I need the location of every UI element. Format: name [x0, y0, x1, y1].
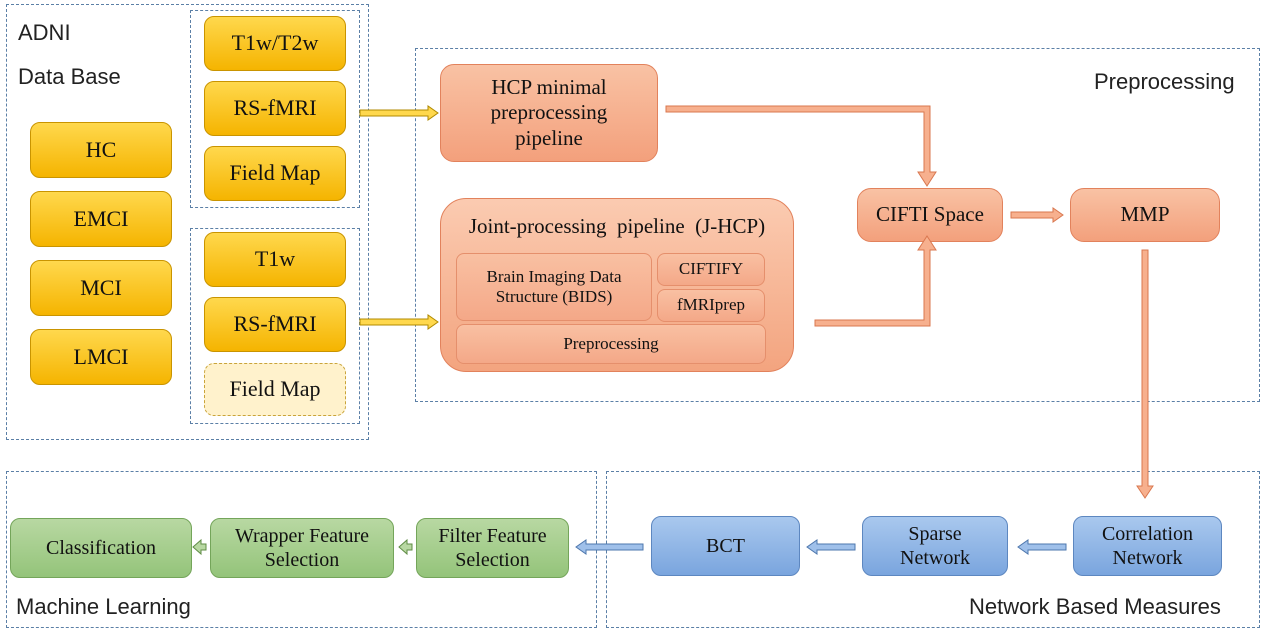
- mmp-box: MMP: [1070, 188, 1220, 242]
- arrow-jhcp-inputs-to-jhcp: [359, 314, 439, 330]
- group-mci: MCI: [30, 260, 172, 316]
- filter-feature-line1: Filter Feature: [438, 525, 547, 547]
- jhcp-input-t1w-label: T1w: [254, 246, 296, 272]
- preprocessing-section: [415, 48, 1260, 402]
- sparse-network-line1: Sparse: [908, 523, 962, 545]
- jhcp-input-t1w: T1w: [204, 232, 346, 287]
- arrow-hcp-inputs-to-hcp: [359, 105, 439, 121]
- network-label: Network Based Measures: [969, 594, 1221, 619]
- mmp-label: MMP: [1120, 202, 1170, 227]
- hcp-input-rs-fmri-label: RS-fMRI: [233, 95, 317, 121]
- jhcp-title: Joint-processing pipeline (J-HCP): [468, 214, 766, 238]
- sparse-network-line2: Network: [900, 547, 970, 569]
- arrow-jhcp-to-cifti: [814, 235, 937, 327]
- hcp-inputs-group: [190, 10, 360, 208]
- cifti-space-label: CIFTI Space: [876, 202, 984, 227]
- hcp-input-t1w-t2w: T1w/T2w: [204, 16, 346, 71]
- hcp-input-field-map-label: Field Map: [229, 160, 321, 186]
- group-mci-label: MCI: [80, 274, 122, 300]
- jhcp-input-rs-fmri-label: RS-fMRI: [233, 311, 317, 337]
- jhcp-input-field-map-label: Field Map: [229, 376, 321, 402]
- hcp-minimal-pipeline: HCP minimal preprocessing pipeline: [440, 64, 658, 162]
- arrow-wrapper-to-classification: [192, 538, 207, 556]
- ciftify-box: CIFTIFY: [657, 253, 765, 286]
- hcp-pipeline-line1: HCP minimal: [491, 75, 607, 100]
- fmriprep-label: fMRIprep: [677, 295, 745, 315]
- hcp-pipeline-line3: pipeline: [515, 125, 583, 150]
- group-hc-label: HC: [85, 136, 117, 162]
- wrapper-feature-selection-box: Wrapper Feature Selection: [210, 518, 394, 578]
- bids-line2: Structure (BIDS): [495, 287, 613, 306]
- bct-label: BCT: [706, 535, 745, 557]
- hcp-input-field-map: Field Map: [204, 146, 346, 201]
- arrow-sparse-to-bct: [806, 539, 856, 555]
- preprocessing-label: Preprocessing: [1094, 69, 1235, 94]
- filter-feature-selection-box: Filter Feature Selection: [416, 518, 569, 578]
- adni-label: ADNI: [18, 20, 71, 45]
- arrow-correlation-to-sparse: [1017, 539, 1067, 555]
- hcp-input-t1w-t2w-label: T1w/T2w: [231, 30, 319, 56]
- jhcp-preprocessing-box: Preprocessing: [456, 324, 766, 364]
- jhcp-input-rs-fmri: RS-fMRI: [204, 297, 346, 352]
- hcp-pipeline-line2: preprocessing: [490, 100, 608, 125]
- wrapper-feature-line1: Wrapper Feature: [234, 525, 370, 547]
- wrapper-feature-line2: Selection: [264, 549, 340, 571]
- jhcp-preprocessing-label: Preprocessing: [563, 333, 659, 353]
- bids-line1: Brain Imaging Data: [486, 266, 622, 286]
- arrow-hcp-to-cifti: [665, 105, 937, 187]
- fmriprep-box: fMRIprep: [657, 289, 765, 322]
- bids-box: Brain Imaging Data Structure (BIDS): [456, 253, 652, 321]
- machine-learning-label: Machine Learning: [16, 594, 191, 619]
- arrow-cifti-to-mmp: [1010, 207, 1064, 223]
- ciftify-label: CIFTIFY: [678, 259, 744, 279]
- arrow-bct-to-filter: [575, 539, 644, 555]
- arrow-mmp-to-correlation: [1136, 249, 1154, 499]
- correlation-network-box: Correlation Network: [1073, 516, 1222, 576]
- group-emci-label: EMCI: [73, 205, 129, 231]
- group-emci: EMCI: [30, 191, 172, 247]
- classification-box: Classification: [10, 518, 192, 578]
- arrow-filter-to-wrapper: [398, 538, 413, 556]
- group-hc: HC: [30, 122, 172, 178]
- database-section: [6, 4, 369, 440]
- jhcp-inputs-group: [190, 228, 360, 424]
- group-lmci-label: LMCI: [73, 343, 129, 369]
- group-lmci: LMCI: [30, 329, 172, 385]
- database-label: Data Base: [18, 64, 121, 89]
- correlation-network-line1: Correlation: [1101, 523, 1194, 545]
- jhcp-input-field-map: Field Map: [204, 363, 346, 416]
- bct-box: BCT: [651, 516, 800, 576]
- correlation-network-line2: Network: [1112, 547, 1183, 569]
- filter-feature-line2: Selection: [455, 549, 530, 571]
- classification-label: Classification: [46, 537, 156, 559]
- sparse-network-box: Sparse Network: [862, 516, 1008, 576]
- hcp-input-rs-fmri: RS-fMRI: [204, 81, 346, 136]
